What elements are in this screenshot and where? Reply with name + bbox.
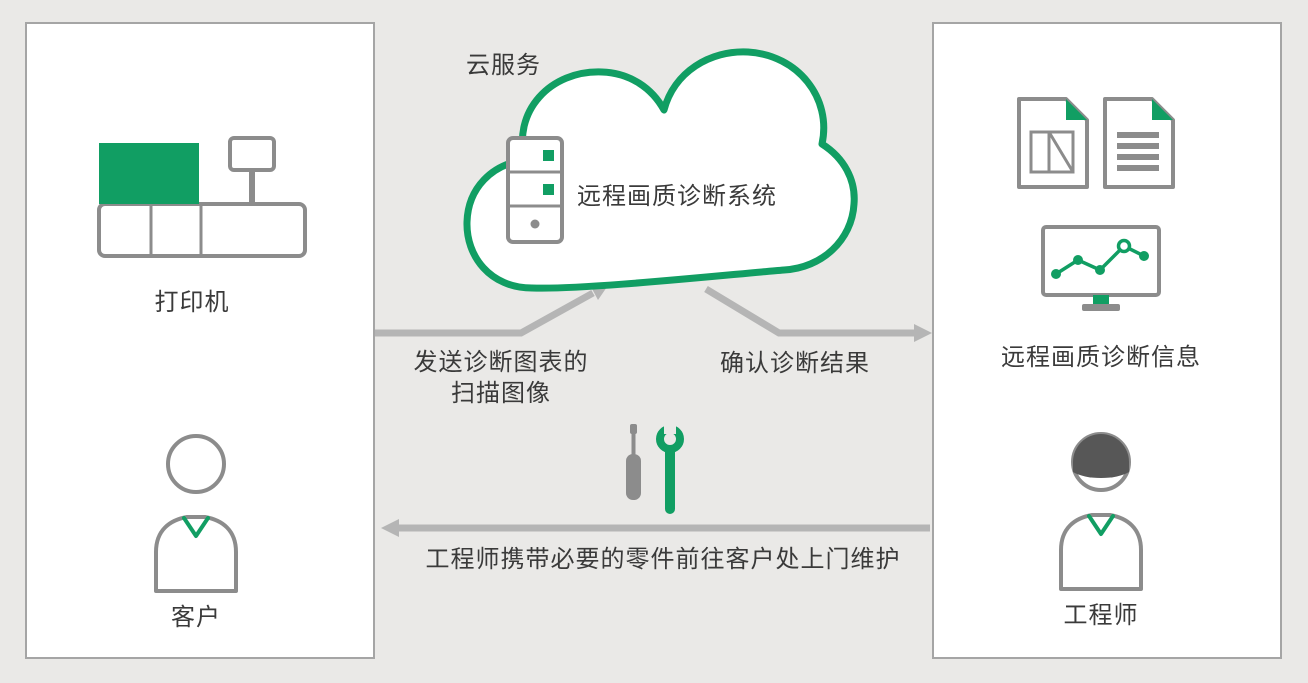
confirm-result-label: 确认诊断结果 [720,350,870,377]
customer-icon [154,434,238,593]
printer-icon [97,136,307,258]
collar-accent [1087,514,1115,536]
send-scan-label-line2: 扫描图像 [451,380,551,407]
document-list-icon [1103,97,1175,189]
engineer-icon [1059,432,1143,591]
customer-label: 客户 [171,604,221,631]
collar-accent [182,516,210,538]
folded-corner [1066,99,1087,120]
send-scan-label: 发送诊断图表的 扫描图像 [393,347,609,409]
server-icon [506,136,564,244]
wrench-icon [656,424,684,514]
monitor-chart-icon [1041,225,1161,311]
hair-shape [1073,434,1129,479]
cloud-service-label: 云服务 [466,52,541,79]
tools-icon [626,424,684,514]
folded-corner [1152,99,1173,120]
diagnosis-system-label: 远程画质诊断系统 [577,183,777,210]
diagnosis-info-label: 远程画质诊断信息 [1001,344,1201,371]
document-chart-icon [1017,97,1089,189]
screwdriver-icon [626,424,641,500]
confirm-result-arrow [704,286,932,342]
engineer-label: 工程师 [1063,602,1139,629]
printer-label: 打印机 [154,289,230,316]
onsite-visit-label: 工程师携带必要的零件前往客户处上门维护 [425,546,901,573]
send-scan-label-line1: 发送诊断图表的 [413,349,589,376]
onsite-visit-arrow [381,519,930,537]
